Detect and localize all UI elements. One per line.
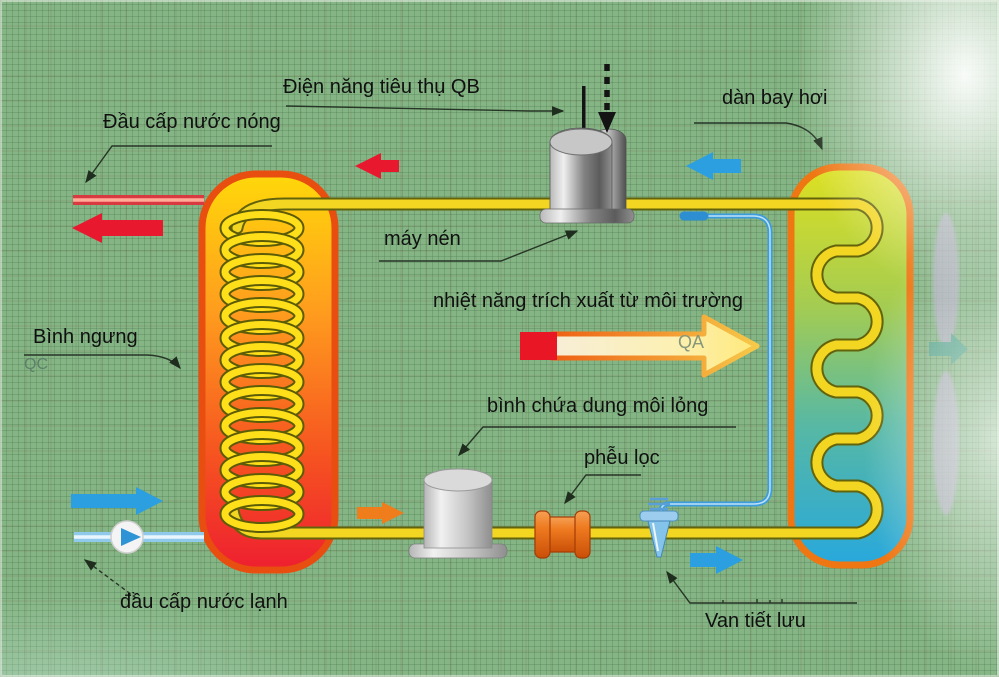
label-cold-water-inlet: đầu cấp nước lạnh: [120, 591, 288, 613]
expanded-flow-arrow: [690, 546, 743, 574]
hot-gas-arrow: [355, 153, 399, 179]
label-expansion-valve: Van tiết lưu: [705, 610, 806, 632]
hot-water-arrow: [72, 213, 163, 243]
receiver-tank: [408, 468, 508, 559]
label-extracted-heat: nhiệt năng trích xuất từ môi trường: [433, 290, 744, 312]
compressor: [539, 86, 635, 224]
filter-dryer: [534, 510, 591, 559]
cold-water-arrow: [71, 487, 163, 515]
fan-blades-icon: [933, 213, 959, 515]
electric-input-arrow-icon: [598, 64, 616, 133]
label-liquid-receiver: bình chứa dung môi lỏng: [487, 395, 709, 417]
label-evaporator: dàn bay hơi: [722, 87, 828, 109]
qa-heat-arrow: [520, 314, 760, 378]
label-compressor: máy nén: [384, 228, 461, 250]
condenser-coil: [225, 215, 299, 528]
liquid-flow-arrow: [357, 502, 404, 524]
label-qa-symbol: QA: [678, 332, 705, 352]
label-hot-water-outlet: Đầu cấp nước nóng: [103, 111, 281, 133]
label-filter: phễu lọc: [584, 447, 660, 469]
label-qc-symbol: QC: [24, 356, 48, 373]
pump-icon: [110, 520, 144, 554]
label-electric-energy: Điện năng tiêu thụ QB: [283, 76, 480, 98]
suction-gas-arrow: [686, 152, 741, 180]
evaporator-tank: [787, 163, 914, 569]
label-condenser: Bình ngưng: [33, 326, 138, 348]
